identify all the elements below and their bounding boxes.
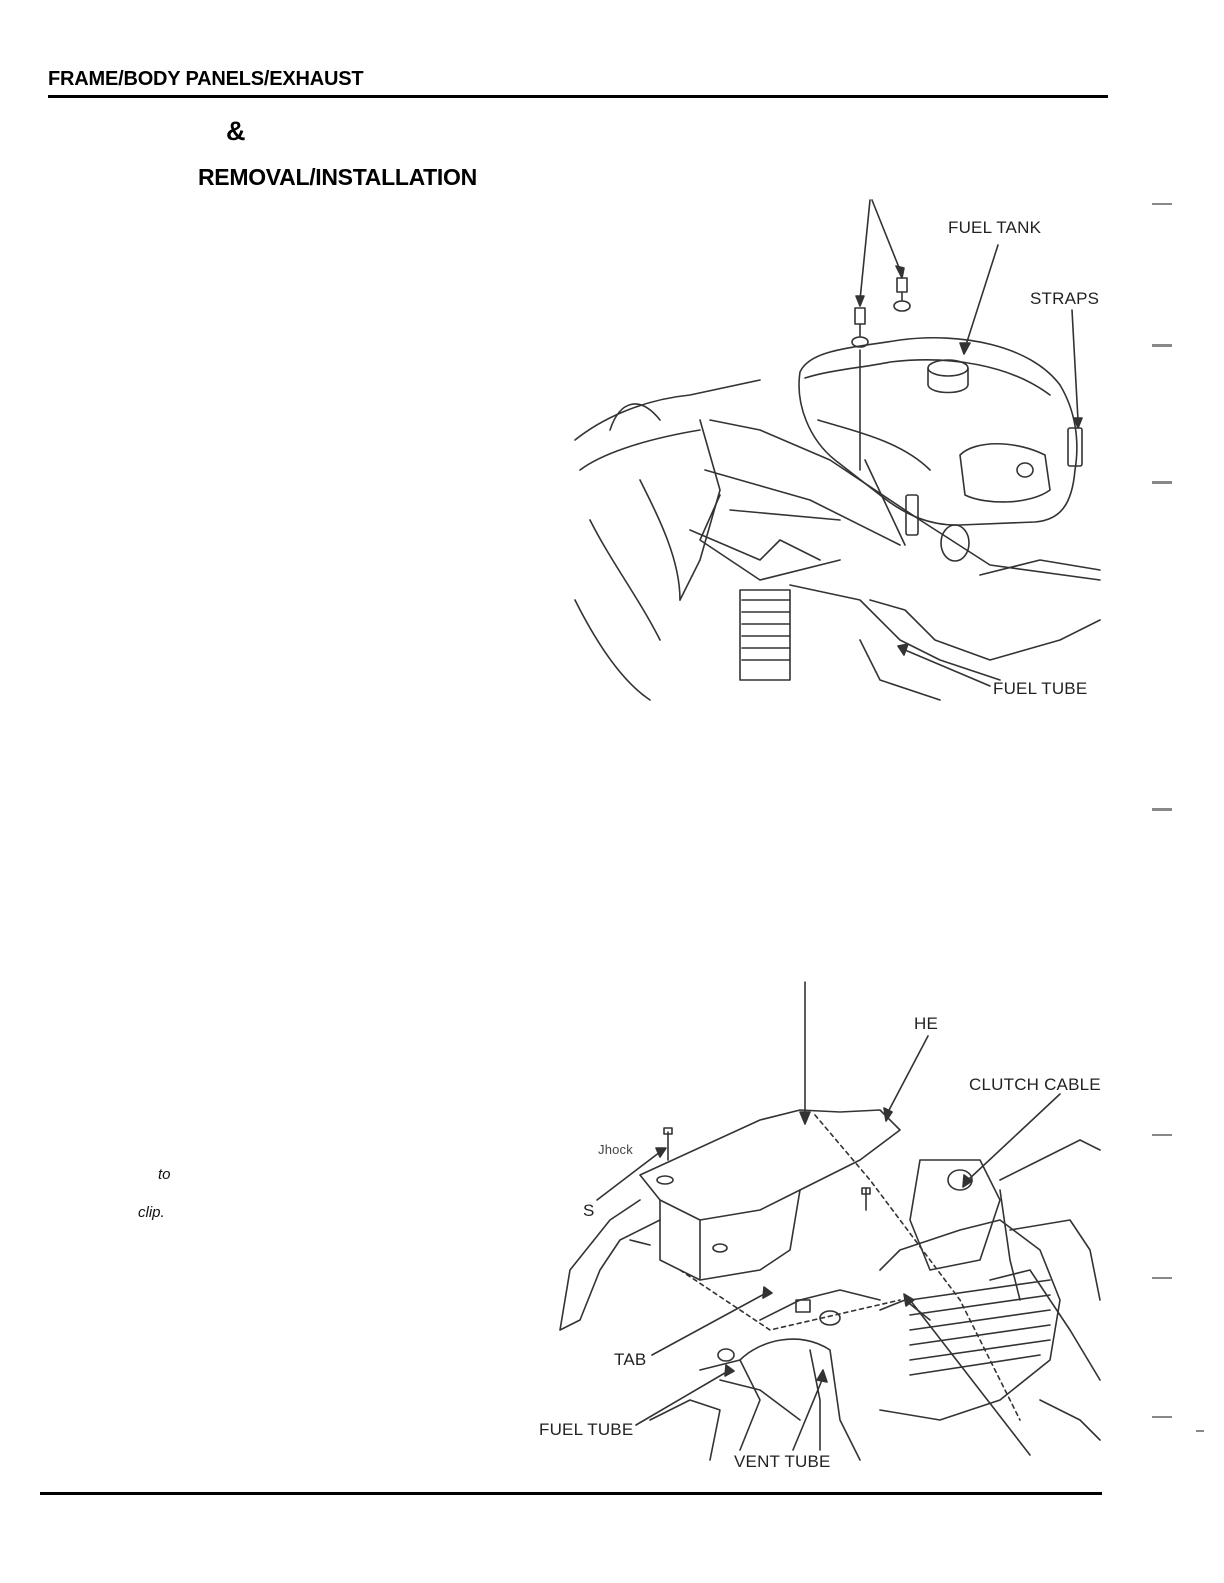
margin-tick: [1152, 1416, 1172, 1418]
label-vent-tube: VENT TUBE: [734, 1452, 831, 1471]
margin-tick: [1196, 1430, 1204, 1432]
label-fuel-tube-bottom: FUEL TUBE: [539, 1420, 634, 1439]
label-fuel-tube-top: FUEL TUBE: [993, 679, 1088, 698]
margin-tick: [1152, 1277, 1172, 1279]
label-fuel-tank: FUEL TANK: [948, 218, 1042, 237]
text-fragment-clip: clip.: [138, 1204, 165, 1221]
margin-tick: [1152, 808, 1172, 811]
text-fragment-to: to: [158, 1166, 171, 1183]
margin-tick: [1152, 344, 1172, 347]
label-straps: STRAPS: [1030, 289, 1100, 308]
section-title: FRAME/BODY PANELS/EXHAUST: [48, 68, 364, 90]
header-rule: [48, 95, 1108, 98]
label-shock-partial: Jhock: [598, 1142, 633, 1157]
footer-rule: [40, 1492, 1102, 1495]
ampersand-heading: &: [226, 116, 246, 146]
label-s-partial: S: [583, 1201, 595, 1220]
margin-tick: [1152, 1134, 1172, 1136]
label-clutch-cable: CLUTCH CABLE: [969, 1075, 1101, 1094]
margin-tick: [1152, 203, 1172, 205]
page-heading: REMOVAL/INSTALLATION: [198, 164, 477, 190]
margin-tick: [1152, 481, 1172, 484]
label-he: HE: [914, 1014, 939, 1033]
label-tab: TAB: [614, 1350, 647, 1369]
